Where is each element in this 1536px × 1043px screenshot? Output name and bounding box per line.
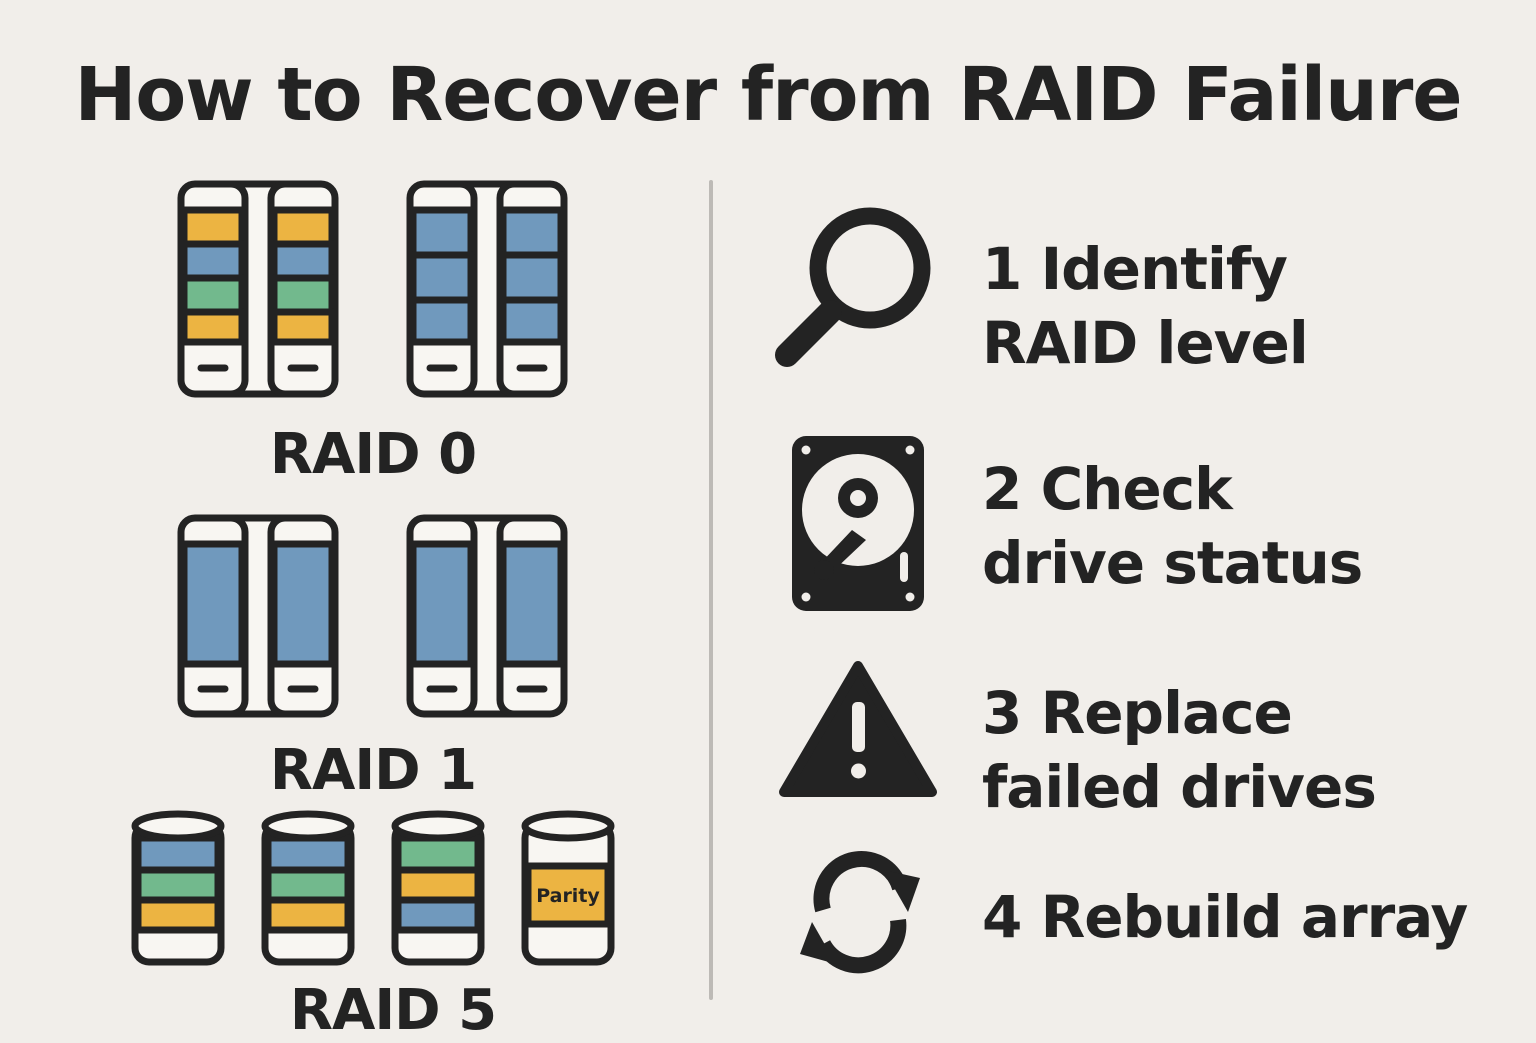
step-1: 1 Identify RAID level	[982, 232, 1309, 380]
raid5-disk-1	[131, 810, 225, 966]
magnifier-icon	[775, 207, 931, 367]
step-4-number: 4	[982, 883, 1022, 951]
divider	[709, 180, 713, 1000]
refresh-icon	[800, 850, 920, 974]
raid0-drive-pair-b	[406, 180, 568, 398]
raid5-disk-3	[391, 810, 485, 966]
raid5-disk-2	[261, 810, 355, 966]
page-title: How to Recover from RAID Failure	[74, 52, 1462, 138]
step-2: 2 Check drive status	[982, 452, 1363, 600]
raid5-parity-disk	[521, 810, 615, 966]
parity-label: Parity	[536, 885, 600, 907]
step-3-line1: Replace	[1040, 679, 1293, 747]
step-2-line2: drive status	[982, 529, 1363, 597]
step-3-number: 3	[982, 679, 1022, 747]
raid1-drive-pair-a	[177, 514, 339, 718]
step-4-line1: Rebuild array	[1040, 883, 1469, 951]
warning-icon	[779, 661, 937, 797]
step-3-line2: failed drives	[982, 753, 1377, 821]
raid5-label: RAID 5	[289, 978, 497, 1043]
step-1-line1: Identify	[1040, 235, 1288, 303]
step-2-number: 2	[982, 455, 1022, 523]
step-3: 3 Replace failed drives	[982, 676, 1377, 824]
raid1-label: RAID 1	[269, 738, 477, 803]
raid-illustrations: Parity	[131, 180, 615, 966]
step-2-line1: Check	[1040, 455, 1233, 523]
raid0-label: RAID 0	[269, 422, 477, 487]
raid0-drive-pair-a	[177, 180, 339, 398]
step-1-line2: RAID level	[982, 309, 1309, 377]
step-4: 4 Rebuild array	[982, 880, 1469, 954]
hard-drive-icon	[792, 436, 924, 611]
step-1-number: 1	[982, 235, 1022, 303]
raid1-drive-pair-b	[406, 514, 568, 718]
